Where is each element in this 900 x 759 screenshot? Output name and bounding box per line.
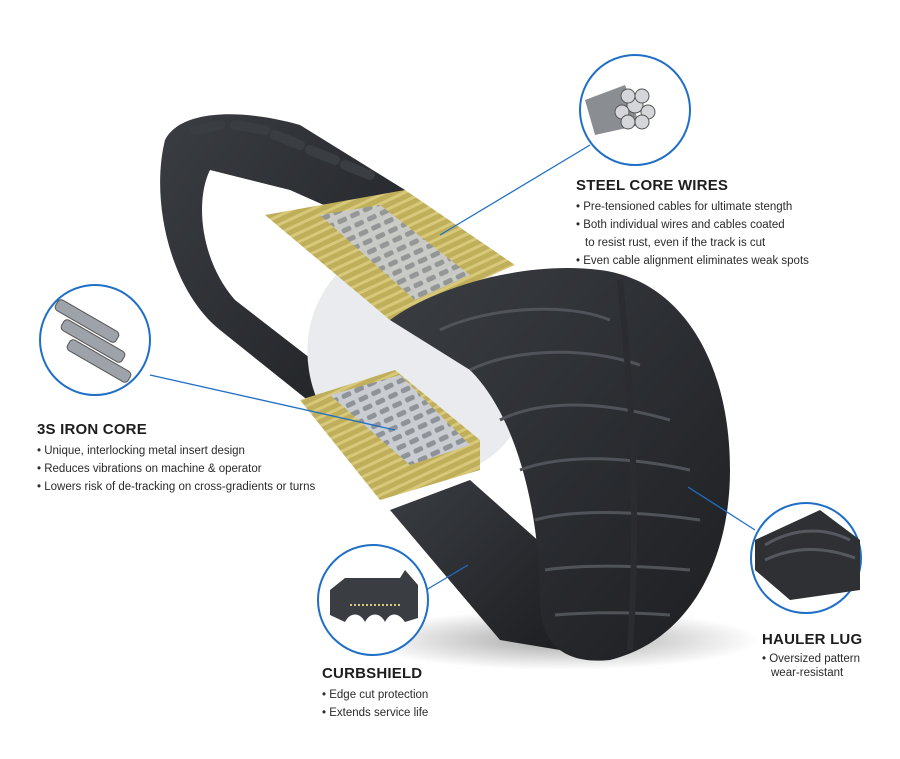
track-back-loop [160,114,405,451]
iron-core-callout: 3S IRON CORE Unique, interlocking metal … [37,421,315,496]
steel-core-title: STEEL CORE WIRES [576,177,729,194]
hauler-lug-bullet-continued: wear-resistant [771,667,844,679]
steel-core-bullet-continued: to resist rust, even if the track is cut [585,237,766,249]
iron-core-bullet: Reduces vibrations on machine & operator [37,460,315,478]
hauler-lug-callout: HAULER LUG Oversized pattern wear-resist… [762,631,862,680]
curbshield-detail-circle [317,544,429,656]
curbshield-callout: CURBSHIELD Edge cut protection Extends s… [322,665,428,722]
steel-core-inserts [320,205,470,300]
curbshield-bullet: Edge cut protection [322,686,428,704]
top-lugs [190,120,375,180]
iron-core-inserts [330,375,470,465]
hauler-lug-title: HAULER LUG [762,631,863,648]
iron-core-bullet: Unique, interlocking metal insert design [37,442,315,460]
iron-core-bullet: Lowers risk of de-tracking on cross-grad… [37,478,315,496]
hauler-lug-bullet: Oversized pattern [762,652,862,666]
iron-core-title: 3S IRON CORE [37,421,147,438]
curbshield-title: CURBSHIELD [322,665,423,682]
curbshield-bullet: Extends service life [322,704,428,722]
steel-core-bullet: Pre-tensioned cables for ultimate stengt… [576,198,809,216]
track-bottom-segment [390,480,560,650]
hauler-lug-detail-circle [750,502,862,614]
steel-core-bullet: Both individual wires and cables coated [576,216,809,234]
leader-lines [149,144,756,591]
steel-core-detail-circle [579,54,691,166]
track-lugs [439,279,701,651]
steel-core-bullet: Even cable alignment eliminates weak spo… [576,252,809,270]
steel-core-callout: STEEL CORE WIRES Pre-tensioned cables fo… [576,177,809,270]
iron-core-detail-circle [39,284,151,396]
